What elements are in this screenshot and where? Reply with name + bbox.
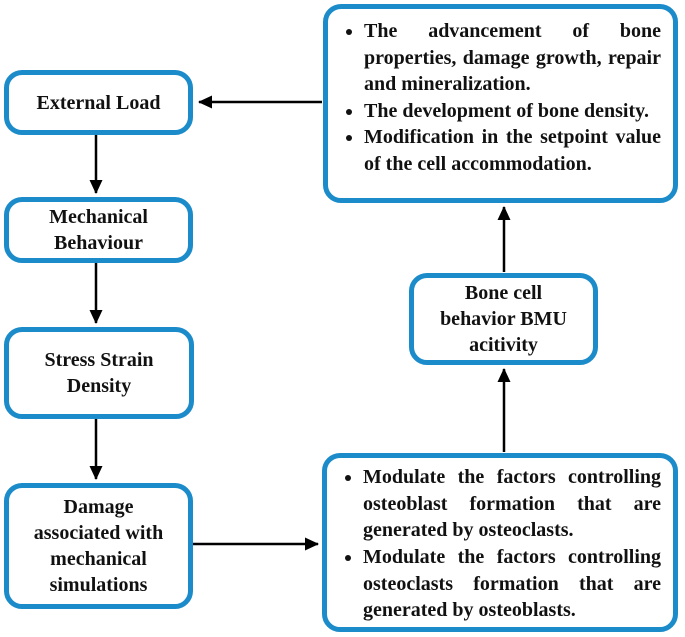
node-modulate-factors: Modulate the factors controlling osteobl… <box>322 453 678 632</box>
node-remodeling-effects: The advancement of bone properties, dama… <box>323 4 678 203</box>
remodeling-effects-bullet-list: The advancement of bone properties, dama… <box>328 9 673 184</box>
bullet-item: Modification in the setpoint value of th… <box>364 124 661 177</box>
bullet-item: The advancement of bone properties, dama… <box>364 18 661 98</box>
node-stress-strain-density: Stress Strain Density <box>4 327 194 419</box>
node-damage-simulations-label: Damage associated with mechanical simula… <box>33 496 164 596</box>
bullet-item: Modulate the factors controlling osteocl… <box>363 544 661 624</box>
node-external-load: External Load <box>4 70 193 135</box>
node-damage-simulations: Damage associated with mechanical simula… <box>4 483 193 609</box>
node-mechanical-behaviour-label: Mechanical Behaviour <box>49 206 148 254</box>
bullet-item: The development of bone density. <box>364 98 661 125</box>
bullet-item: Modulate the factors controlling osteobl… <box>363 464 661 544</box>
node-mechanical-behaviour: Mechanical Behaviour <box>4 197 193 263</box>
node-stress-strain-density-label: Stress Strain Density <box>44 349 154 397</box>
modulate-factors-bullet-list: Modulate the factors controlling osteobl… <box>327 455 673 630</box>
node-bone-cell-behavior-label: Bone cell behavior BMU acitivity <box>440 282 567 356</box>
node-bone-cell-behavior: Bone cell behavior BMU acitivity <box>409 273 598 365</box>
node-external-load-label: External Load <box>36 91 161 114</box>
